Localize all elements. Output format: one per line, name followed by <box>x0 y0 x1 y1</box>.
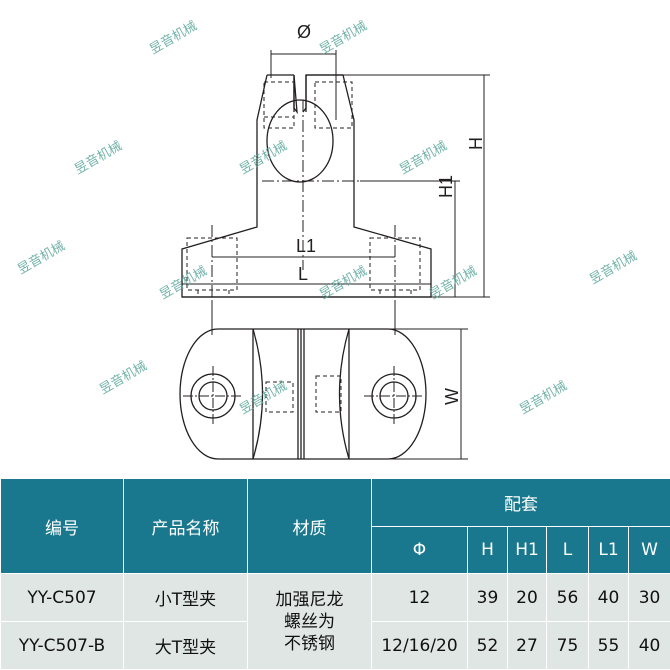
cell-code: YY-C507-B <box>1 622 124 670</box>
material-line: 螺丝为 <box>248 611 371 633</box>
header-l1: L1 <box>589 527 629 574</box>
cell-h1: 20 <box>508 574 547 622</box>
material-line: 加强尼龙 <box>248 589 371 611</box>
cell-l: 56 <box>547 574 589 622</box>
cell-h1: 27 <box>508 622 547 670</box>
cell-h: 39 <box>468 574 508 622</box>
cell-name: 小T型夹 <box>124 574 248 622</box>
cell-w: 40 <box>629 622 670 670</box>
header-fitting: 配套 <box>372 479 670 527</box>
top-view <box>180 329 468 459</box>
cell-w: 30 <box>629 574 670 622</box>
phi-label: Ø <box>297 22 311 42</box>
l1-label: L1 <box>296 236 316 256</box>
header-phi: Φ <box>372 527 468 574</box>
l-label: L <box>298 264 308 284</box>
header-l: L <box>547 527 589 574</box>
header-h1: H1 <box>508 527 547 574</box>
header-h: H <box>468 527 508 574</box>
cell-l1: 40 <box>589 574 629 622</box>
cell-phi: 12 <box>372 574 468 622</box>
cell-h: 52 <box>468 622 508 670</box>
cell-l: 75 <box>547 622 589 670</box>
spec-table: 编号 产品名称 材质 配套 Φ H H1 L L1 W YY-C507 小T型夹… <box>0 478 670 670</box>
cell-material: 加强尼龙 螺丝为 不锈钢 <box>248 574 372 670</box>
cell-phi: 12/16/20 <box>372 622 468 670</box>
cell-name: 大T型夹 <box>124 622 248 670</box>
technical-drawing: Ø L1 L H H1 W <box>0 0 670 478</box>
material-line: 不锈钢 <box>248 633 371 655</box>
header-code: 编号 <box>1 479 124 574</box>
table-row: YY-C507 小T型夹 加强尼龙 螺丝为 不锈钢 12 39 20 56 40… <box>1 574 670 622</box>
header-name: 产品名称 <box>124 479 248 574</box>
cell-code: YY-C507 <box>1 574 124 622</box>
h1-label: H1 <box>436 175 456 198</box>
header-w: W <box>629 527 670 574</box>
header-material: 材质 <box>248 479 372 574</box>
cell-l1: 55 <box>589 622 629 670</box>
h-label: H <box>466 137 486 150</box>
w-label: W <box>442 388 462 405</box>
